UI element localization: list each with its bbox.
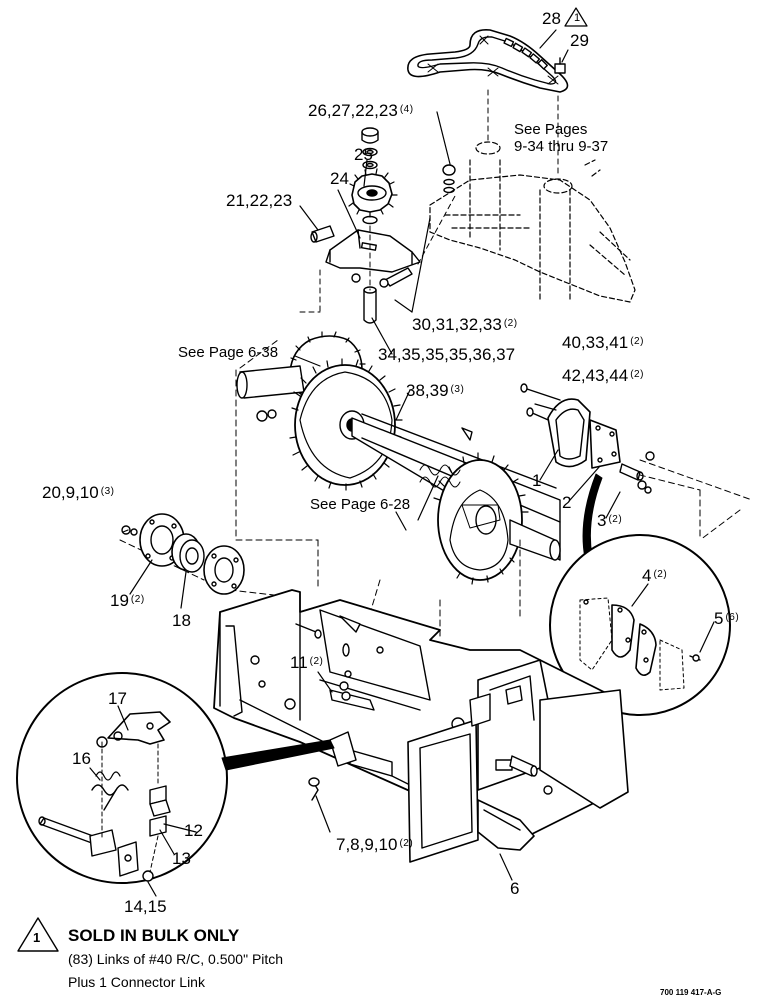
bearing-flange-parts: [121, 513, 245, 595]
callout-5-qty: (6): [725, 611, 740, 623]
detail-pointer-latch: [221, 739, 335, 771]
note-title: SOLD IN BULK ONLY: [68, 926, 240, 945]
drive-shaft-assembly: [236, 331, 561, 585]
callout-7-parts: 7,8,9,10: [336, 835, 398, 854]
note-flag-number-top: 1: [574, 12, 581, 24]
callout-5: 5(6): [714, 610, 739, 627]
callout-40: 40,33,41(2): [562, 334, 644, 351]
callout-18: 18: [172, 611, 191, 630]
main-frame: [213, 589, 626, 863]
callout-26-parts: 26,27,22,23: [308, 101, 398, 120]
callout-14: 14,15: [124, 897, 167, 916]
callout-30-qty: (2): [503, 317, 518, 329]
detail-circle-latch: [16, 672, 228, 884]
note-flag-icon-top: [564, 7, 588, 27]
upper-right-frame: [429, 141, 636, 303]
note-line-1: (83) Links of #40 R/C, 0.500" Pitch: [68, 951, 284, 967]
callout-19-qty: (2): [130, 593, 145, 605]
see-pages-ref-line1: See Pages: [514, 121, 588, 138]
callout-17: 17: [108, 689, 127, 708]
note-line-2: Plus 1 Connector Link: [68, 974, 205, 990]
callout-16: 16: [72, 749, 91, 768]
callout-4: 4(2): [642, 567, 667, 584]
callout-30: 30,31,32,33(2): [412, 316, 518, 333]
callout-26-qty: (4): [399, 103, 414, 115]
callout-20-qty: (3): [100, 485, 115, 497]
callout-7: 7,8,9,10(2): [336, 836, 413, 853]
see-pages-ref-line2: 9-34 thru 9-37: [514, 138, 609, 155]
callout-40-qty: (2): [630, 335, 644, 347]
callout-4-parts: 4: [642, 566, 652, 585]
note-flag-number: 1: [33, 930, 41, 945]
callout-42-qty: (2): [630, 368, 644, 380]
callout-42-parts: 42,43,44: [562, 366, 629, 385]
callout-1: 1: [532, 471, 542, 490]
callout-2: 2: [562, 493, 572, 512]
callout-26: 26,27,22,23(4): [308, 102, 414, 119]
callout-38: 38,39(3): [406, 382, 464, 399]
callout-20: 20,9,10(3): [42, 484, 114, 501]
callout-11-parts: 11: [290, 653, 308, 672]
callout-12: 12: [184, 821, 203, 840]
callout-20-parts: 20,9,10: [42, 483, 99, 502]
callout-21: 21,22,23: [226, 191, 293, 210]
sprocket-bracket-assembly: [310, 127, 456, 324]
callout-4-qty: (2): [653, 568, 668, 580]
callout-40-parts: 40,33,41: [562, 333, 629, 352]
callout-19: 19(2): [110, 592, 145, 609]
callout-28: 28: [542, 9, 561, 28]
detail-circle-lining: [549, 534, 731, 716]
callout-24: 24: [330, 169, 349, 188]
callout-19-parts: 19: [110, 591, 129, 610]
callout-3: 3(2): [597, 512, 622, 529]
callout-3-parts: 3: [597, 511, 607, 530]
callout-11-qty: (2): [309, 655, 324, 667]
callout-34: 34,35,35,35,36,37: [378, 345, 516, 364]
document-number: 700 119 417-A-G: [660, 988, 722, 997]
callout-5-parts: 5: [714, 609, 724, 628]
callout-7-qty: (2): [399, 837, 414, 849]
callout-38-qty: (3): [450, 383, 465, 395]
see-page-638-ref: See Page 6-38: [178, 344, 279, 361]
callout-29: 29: [570, 31, 589, 50]
see-page-628-ref: See Page 6-28: [310, 496, 411, 513]
callout-25: 25: [354, 145, 373, 164]
callout-13: 13: [172, 849, 191, 868]
note-flag-icon-bottom: [17, 917, 59, 952]
callout-38-parts: 38,39: [406, 381, 449, 400]
drive-chain: [407, 28, 569, 93]
callout-42: 42,43,44(2): [562, 367, 644, 384]
callout-11: 11(2): [290, 654, 323, 671]
frame-side-plate: [539, 689, 629, 809]
callout-30-parts: 30,31,32,33: [412, 315, 502, 334]
callout-6: 6: [510, 879, 520, 898]
callout-3-qty: (2): [608, 513, 623, 525]
